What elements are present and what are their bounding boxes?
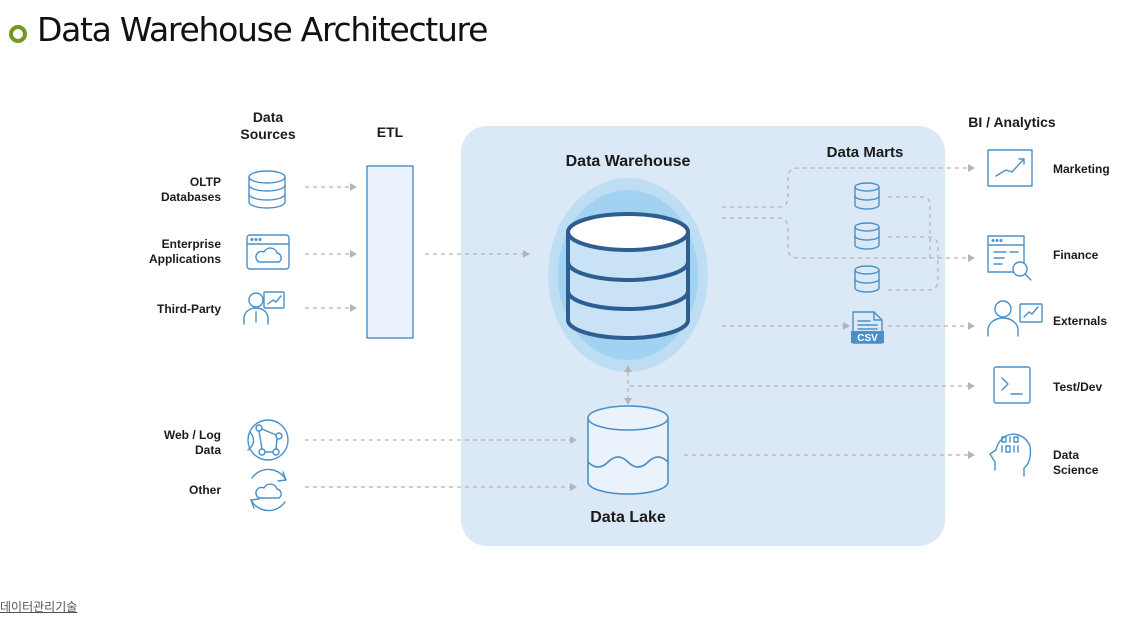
warehouse-lake-connector [624, 365, 975, 405]
bi-label-datascience-1: Data [1053, 448, 1079, 462]
presenter-icon [987, 300, 1043, 337]
header-etl: ETL [377, 124, 404, 140]
source-label-oltp-2: Databases [161, 190, 221, 204]
csv-label: CSV [857, 333, 878, 344]
page-title: Data Warehouse Architecture [37, 10, 488, 49]
report-search-icon [987, 235, 1032, 281]
header-bi: BI / Analytics [968, 114, 1056, 130]
source-lake-connectors [305, 436, 975, 491]
header-sources-line2: Sources [240, 126, 295, 142]
mart-cylinder-icon [854, 222, 880, 250]
ai-head-icon [989, 433, 1032, 477]
cloud-sync-icon [250, 468, 287, 512]
warehouse-cylinder-icon [548, 178, 708, 372]
source-label-oltp-1: OLTP [190, 175, 221, 189]
network-globe-icon [247, 419, 289, 461]
presenter-icon [243, 291, 285, 325]
warehouse-mart-connectors [722, 164, 975, 330]
database-icon [248, 170, 286, 209]
header-marts: Data Marts [827, 144, 904, 161]
mart-cylinder-icon [854, 182, 880, 210]
etl-box [366, 165, 414, 339]
source-label-thirdparty: Third-Party [157, 302, 221, 316]
cloud-window-icon [246, 234, 290, 270]
source-label-enterprise-2: Applications [149, 252, 221, 266]
source-etl-connectors [305, 183, 357, 312]
header-warehouse: Data Warehouse [566, 153, 691, 170]
bi-label-testdev: Test/Dev [1053, 380, 1102, 394]
title-bullet-icon [9, 25, 27, 43]
header-sources-line1: Data [253, 109, 284, 125]
bi-label-externals: Externals [1053, 314, 1107, 328]
source-label-weblog-1: Web / Log [164, 428, 221, 442]
terminal-icon [993, 366, 1031, 404]
csv-file-icon: CSV [851, 311, 884, 344]
mart-cylinder-icon [854, 265, 880, 293]
header-lake: Data Lake [590, 509, 666, 526]
bi-label-finance: Finance [1053, 248, 1099, 262]
footer-category-link[interactable]: 데이터관리기술 [0, 600, 78, 614]
source-label-enterprise-1: Enterprise [162, 237, 222, 251]
source-label-other: Other [189, 483, 221, 497]
line-chart-icon [987, 149, 1033, 187]
bi-label-marketing: Marketing [1053, 162, 1110, 176]
bi-label-datascience-2: Science [1053, 463, 1099, 477]
source-label-weblog-2: Data [195, 443, 221, 457]
data-lake-cylinder-icon [587, 405, 669, 495]
